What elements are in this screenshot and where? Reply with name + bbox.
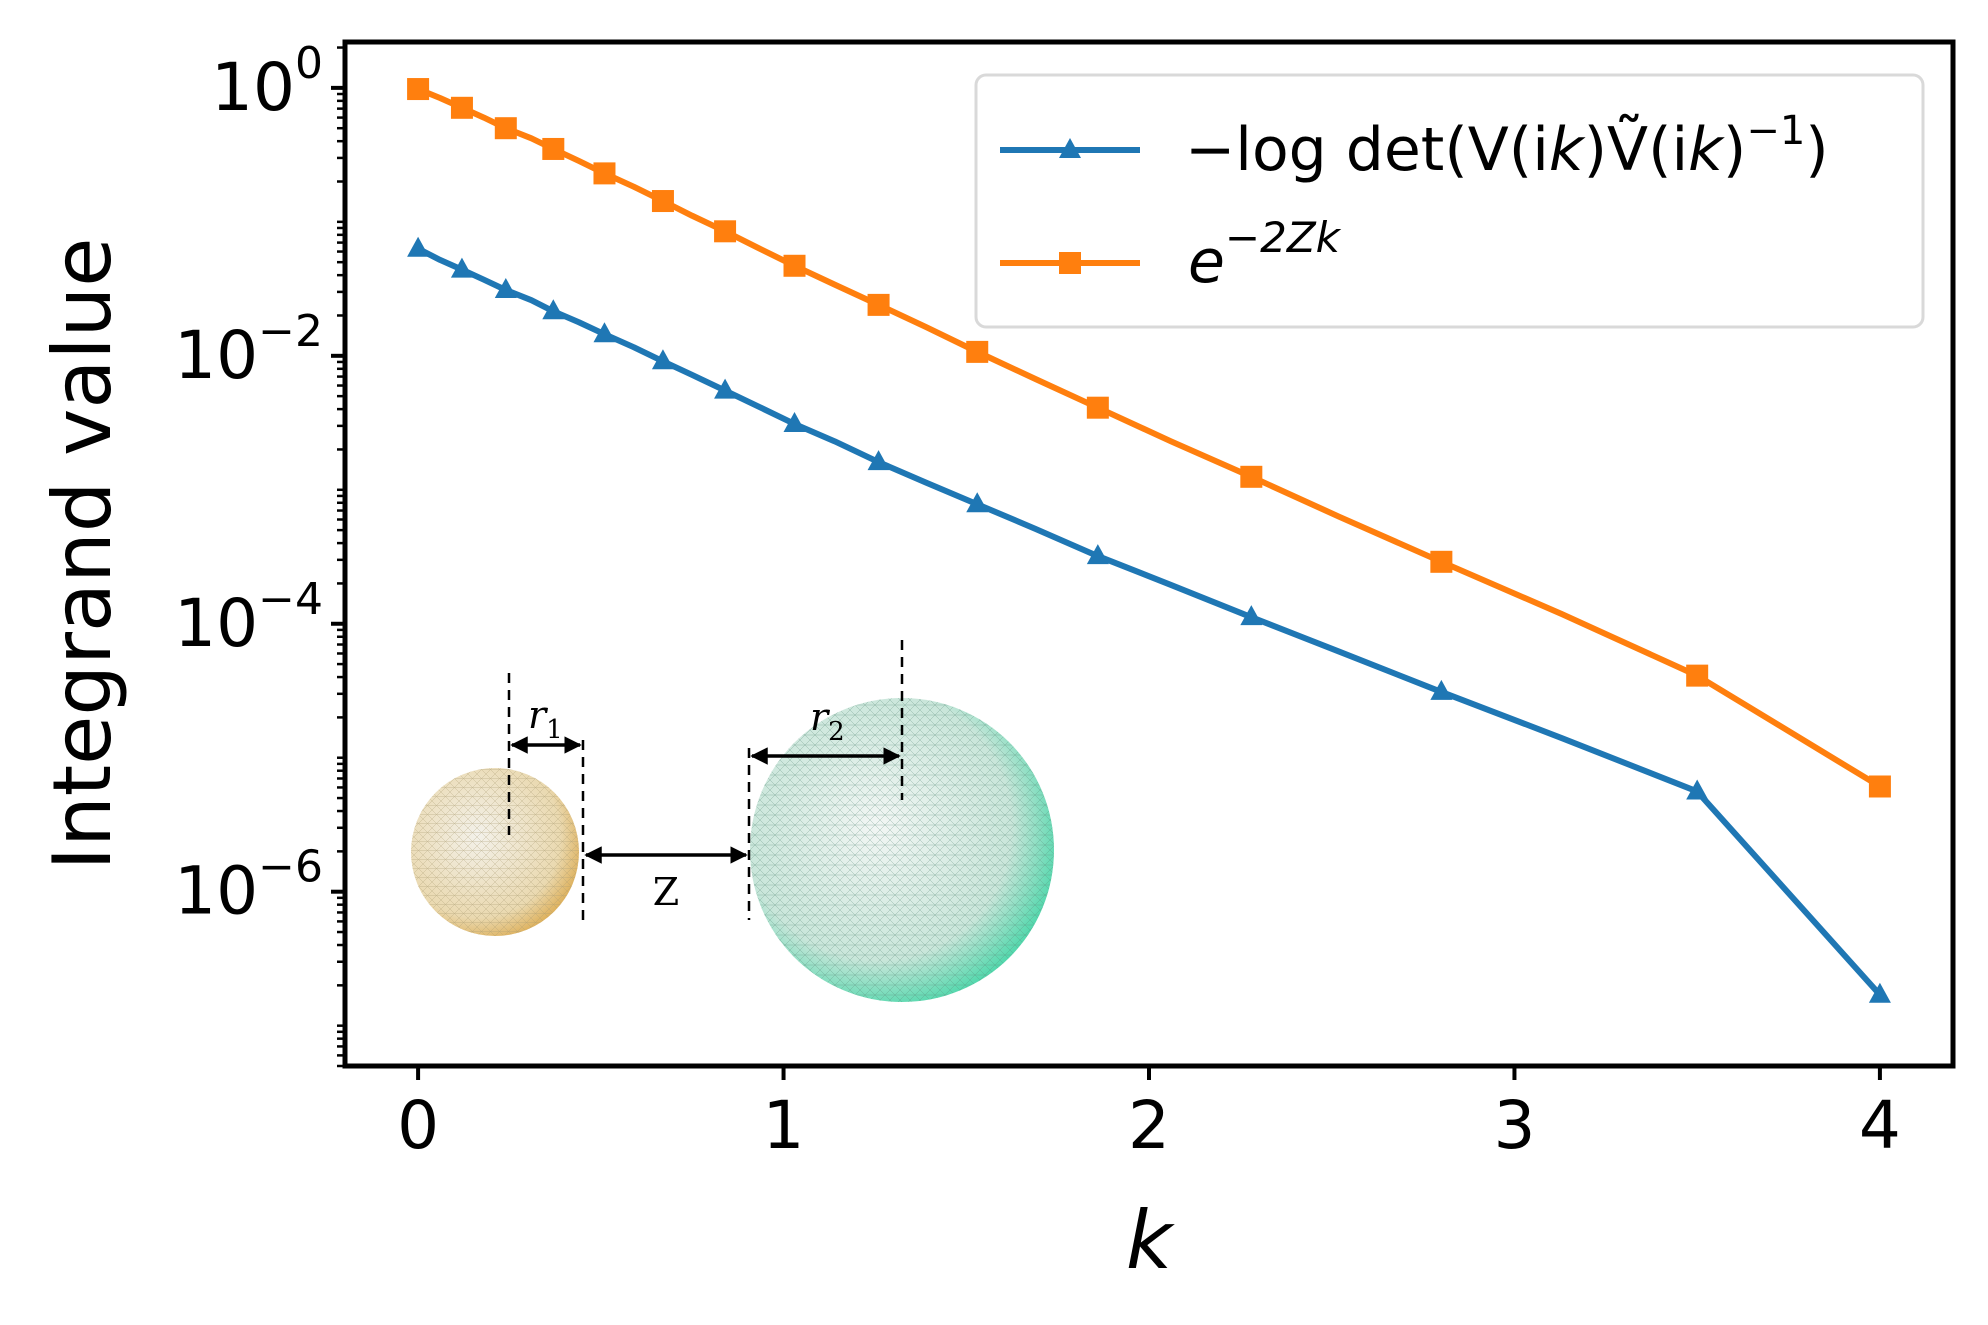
- data-point: [966, 340, 989, 363]
- data-point: [450, 257, 473, 278]
- gap-label: Z: [653, 870, 679, 914]
- data-point: [783, 254, 806, 277]
- y-axis: 100 10−2 10−4 10−6: [174, 38, 345, 1068]
- data-point: [714, 220, 737, 243]
- x-tick-label: 3: [1493, 1087, 1535, 1164]
- r1-label: r1: [528, 693, 563, 745]
- data-point: [593, 322, 616, 343]
- legend-box: [974, 73, 1925, 329]
- data-point: [1240, 465, 1263, 488]
- x-tick-label: 4: [1859, 1087, 1901, 1164]
- small-sphere-mesh: [411, 768, 579, 936]
- data-point: [593, 162, 616, 185]
- large-sphere-mesh: [750, 698, 1054, 1002]
- r2-label: r2: [810, 695, 845, 747]
- legend: −log det(V(ik)Ṽ(ik)−1) e−2Zk: [974, 73, 1925, 329]
- data-point: [407, 236, 430, 257]
- legend-marker-0: [1059, 138, 1081, 158]
- y-axis-title: Integrand value: [36, 237, 129, 870]
- data-point: [966, 492, 989, 513]
- data-point: [494, 117, 517, 140]
- series-markers-0: [407, 236, 1891, 1003]
- y-tick-label: 10−6: [174, 842, 323, 930]
- y-tick-label: 100: [211, 38, 323, 126]
- legend-label-1: e−2Zk: [1188, 213, 1342, 297]
- data-point: [867, 293, 890, 316]
- data-point: [494, 277, 517, 298]
- x-tick-label: 2: [1128, 1087, 1170, 1164]
- data-point: [542, 299, 565, 320]
- legend-marker-1: [1059, 252, 1081, 274]
- data-point: [1686, 664, 1709, 687]
- data-point: [1086, 544, 1109, 565]
- legend-label-0: −log det(V(ik)Ṽ(ik)−1): [1185, 108, 1829, 185]
- data-point: [1686, 779, 1709, 800]
- data-point: [407, 78, 430, 101]
- series-markers-1: [407, 78, 1891, 798]
- data-point: [1430, 550, 1453, 573]
- inset-spheres-diagram: r1 r2 Z: [411, 640, 1054, 1002]
- data-point: [1868, 982, 1891, 1003]
- data-point: [651, 190, 674, 213]
- data-point: [651, 349, 674, 370]
- x-axis-title: k: [1126, 1194, 1175, 1287]
- series-line-0: [416, 246, 1883, 997]
- y-tick-label: 10−4: [174, 574, 323, 662]
- data-point: [1868, 775, 1891, 798]
- y-tick-label: 10−2: [174, 306, 323, 394]
- data-point: [714, 378, 737, 399]
- data-point: [450, 96, 473, 119]
- series-line-1: [416, 86, 1882, 790]
- data-point: [1430, 679, 1453, 700]
- data-point: [1240, 605, 1263, 626]
- x-axis: 0 1 2 3 4: [397, 1066, 1901, 1164]
- data-point: [783, 411, 806, 432]
- data-point: [1086, 396, 1109, 419]
- x-tick-label: 1: [763, 1087, 805, 1164]
- data-point: [542, 137, 565, 160]
- x-tick-label: 0: [397, 1087, 439, 1164]
- data-point: [867, 450, 890, 471]
